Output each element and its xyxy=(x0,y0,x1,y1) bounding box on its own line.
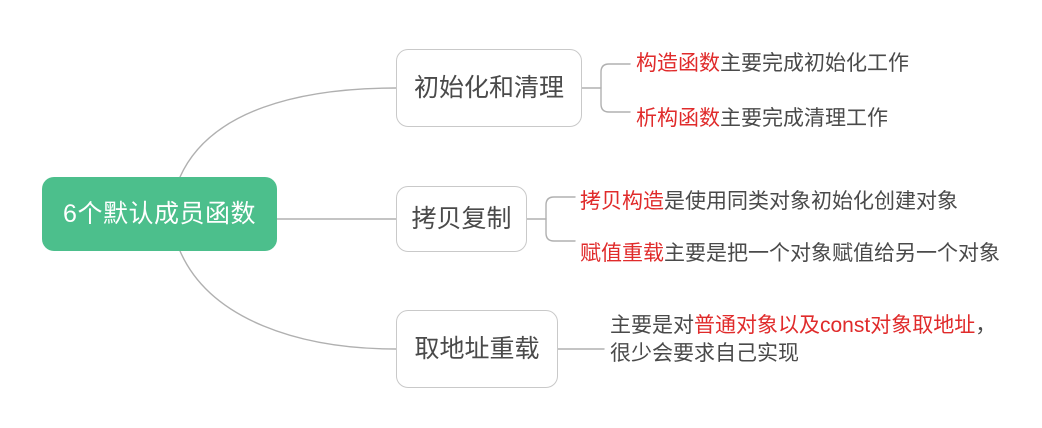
branch-node-initialization[interactable]: 初始化和清理 xyxy=(396,49,582,127)
root-node[interactable]: 6个默认成员函数 xyxy=(42,177,277,251)
leaf-highlight: 构造函数 xyxy=(636,52,720,75)
leaf-text-copy-constructor: 拷贝构造是使用同类对象初始化创建对象 xyxy=(580,188,958,216)
connector-root-to-branch-2 xyxy=(179,250,397,350)
branch-node-label: 初始化和清理 xyxy=(413,73,564,102)
leaf-highlight: 析构函数 xyxy=(636,107,720,130)
leaf-text-assignment-overload: 赋值重载主要是把一个对象赋值给另一个对象 xyxy=(580,240,1000,268)
branch-node-label: 取地址重载 xyxy=(414,334,540,363)
leaf-highlight: 拷贝构造 xyxy=(580,190,664,213)
branch-node-address-overload[interactable]: 取地址重载 xyxy=(396,310,558,388)
leaf-text-address-overload: 主要是对普通对象以及const对象取地址， 很少会要求自己实现 xyxy=(610,312,1010,368)
branch-node-label: 拷贝复制 xyxy=(411,204,512,233)
root-node-label: 6个默认成员函数 xyxy=(63,199,256,228)
leaf-prefix: 主要是对 xyxy=(610,314,694,337)
connector-branch-1-bracket xyxy=(545,196,576,242)
leaf-highlight: 赋值重载 xyxy=(580,242,664,265)
leaf-highlight: 普通对象以及const对象取地址 xyxy=(694,314,976,337)
leaf-rest: 主要是把一个对象赋值给另一个对象 xyxy=(664,242,1000,265)
leaf-text-destructor: 析构函数主要完成清理工作 xyxy=(636,105,888,133)
leaf-text-constructor: 构造函数主要完成初始化工作 xyxy=(636,50,909,78)
connector-branch-0-bracket xyxy=(600,63,631,113)
branch-node-copy[interactable]: 拷贝复制 xyxy=(396,186,527,252)
connector-root-to-branch-0 xyxy=(179,87,397,178)
leaf-line-2: 很少会要求自己实现 xyxy=(610,342,799,365)
leaf-rest: 是使用同类对象初始化创建对象 xyxy=(664,190,958,213)
leaf-suffix: ， xyxy=(975,314,997,337)
leaf-rest: 主要完成清理工作 xyxy=(720,107,888,130)
leaf-rest: 主要完成初始化工作 xyxy=(720,52,909,75)
